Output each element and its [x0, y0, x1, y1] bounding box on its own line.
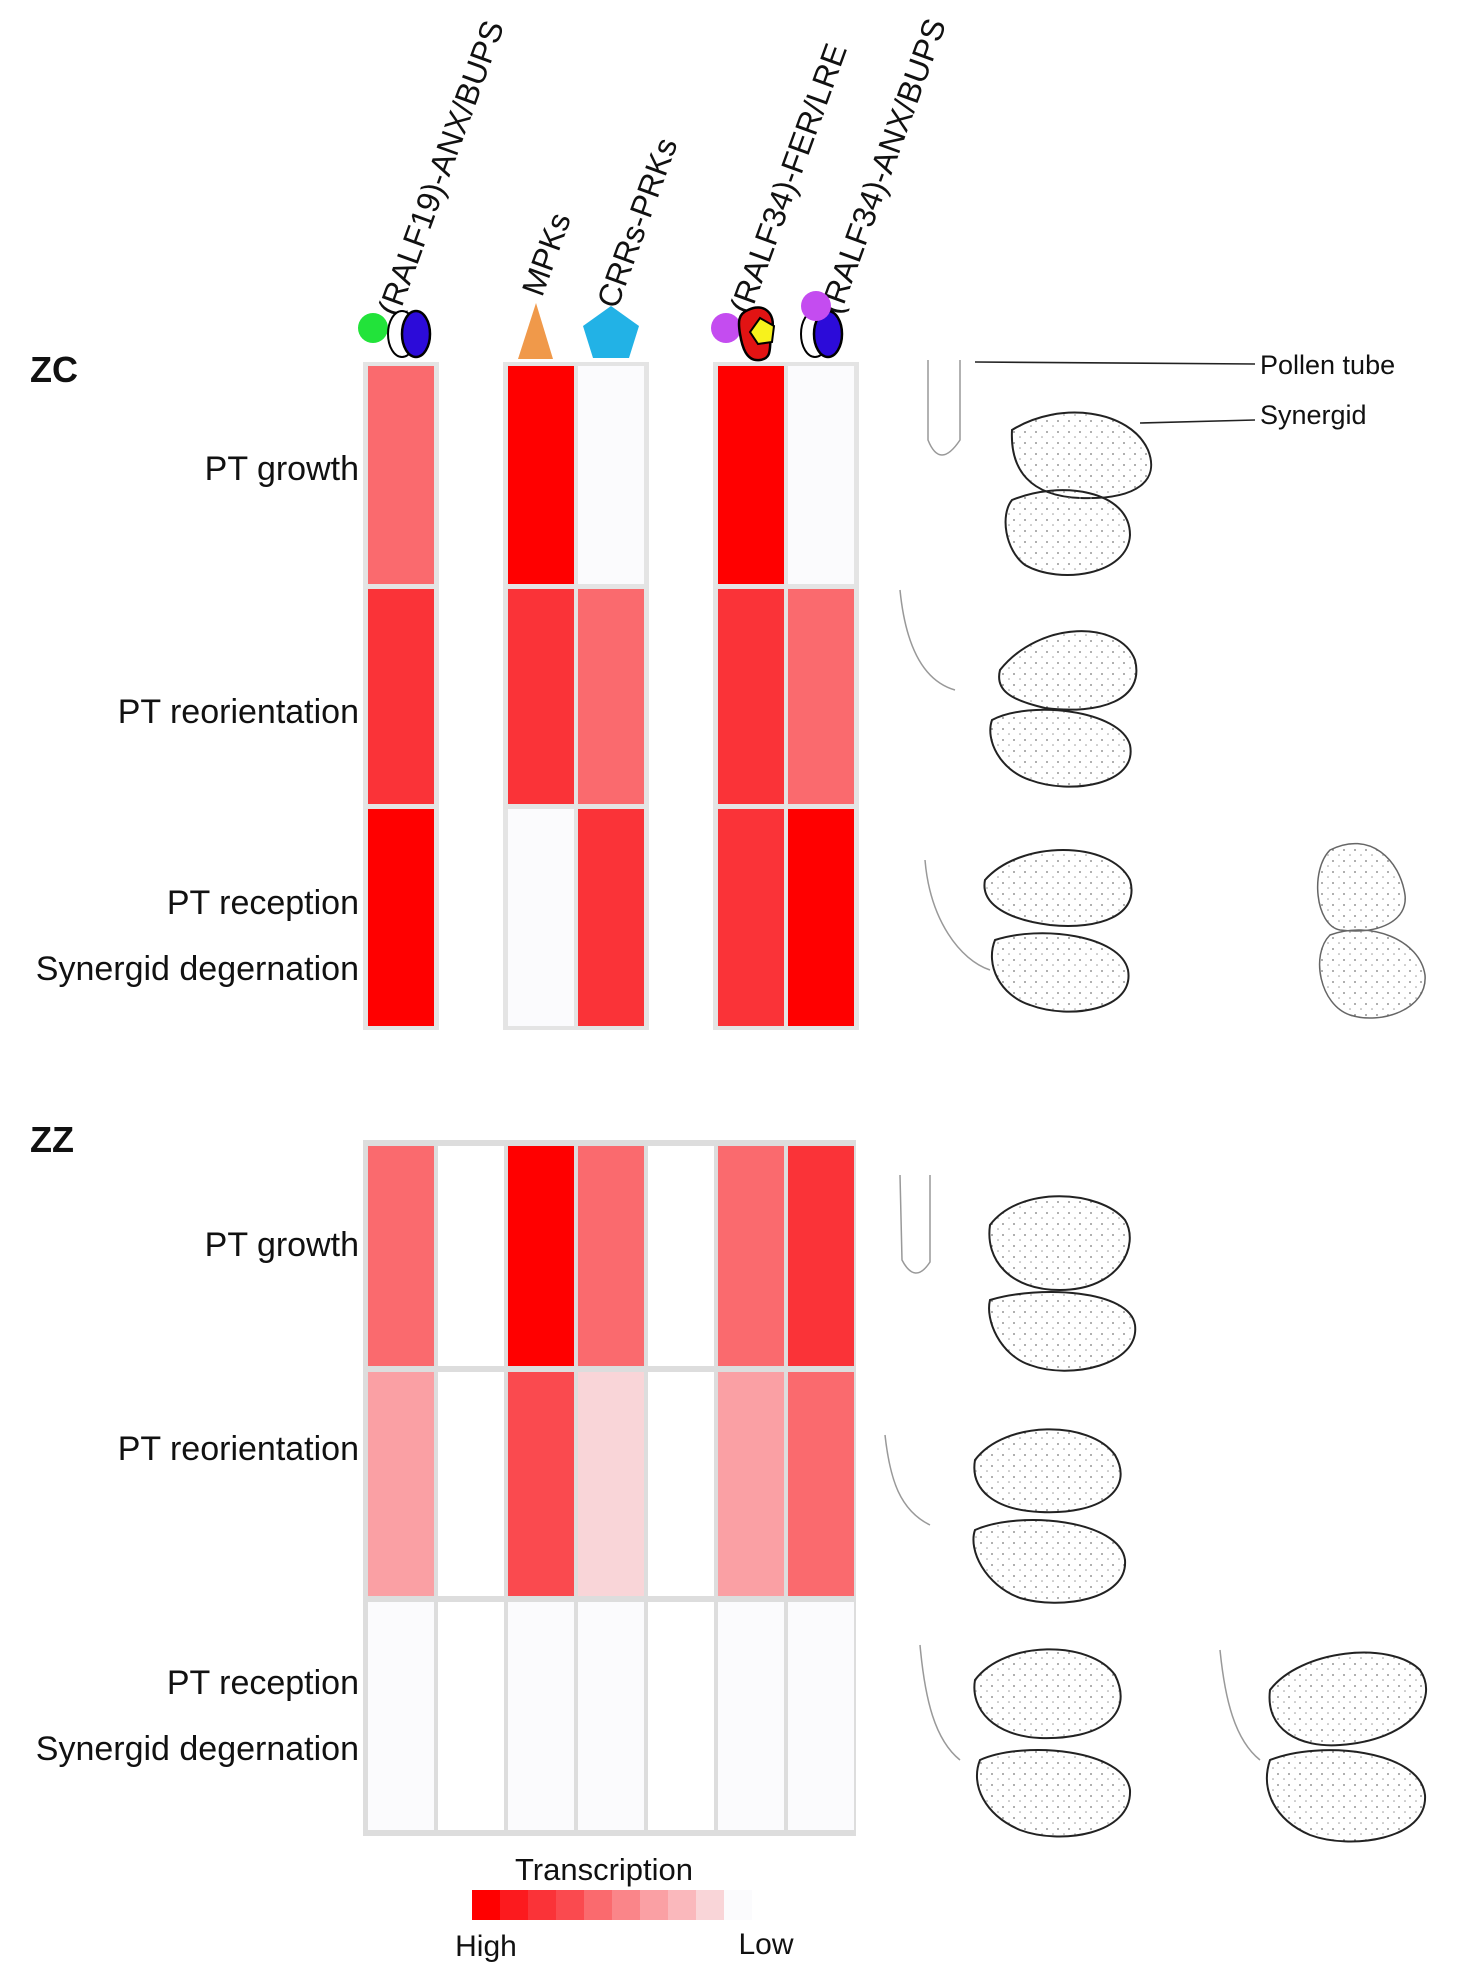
heatmap-gap-cell — [648, 1602, 714, 1830]
heatmap-cell-zz — [578, 1146, 644, 1366]
synergid-label: Synergid — [1260, 400, 1367, 430]
legend-swatch — [724, 1890, 752, 1920]
heatmap-cell-zz — [788, 1602, 854, 1830]
heatmap-cell-zz — [578, 1372, 644, 1596]
heatmap-cell-zz — [508, 1146, 574, 1366]
row-label: Synergid degernation — [36, 1730, 359, 1768]
legend-swatch — [612, 1890, 640, 1920]
heatmap-cell-zc — [578, 366, 644, 584]
column-label-mpks: MPKs — [515, 208, 578, 301]
heatmap-cell-zc — [718, 809, 784, 1026]
heatmap-gap-cell — [438, 1602, 504, 1830]
heatmap-cell-zz — [368, 1372, 434, 1596]
heatmap-cell-zz — [368, 1602, 434, 1830]
heatmap-cell-zz — [718, 1602, 784, 1830]
legend-high-label: High — [455, 1930, 517, 1963]
heatmap-zc — [363, 362, 859, 1030]
heatmap-cell-zz — [718, 1372, 784, 1596]
color-legend: Transcription High Low — [455, 1852, 794, 1963]
ralf34-anx-bups-complex-icon — [800, 291, 844, 359]
heatmap-cell-zc — [508, 809, 574, 1026]
heatmap-cell-zc — [788, 589, 854, 804]
heatmap-cell-zc — [508, 589, 574, 804]
column-headers: (RALF19)-ANX/BUPS MPKs CRRs-PRKs (RALF34… — [371, 14, 953, 321]
row-label: PT reception — [167, 1664, 359, 1702]
heatmap-cell-zc — [578, 809, 644, 1026]
legend-title: Transcription — [515, 1852, 693, 1887]
row-label: PT reorientation — [118, 693, 359, 731]
heatmap-cell-zc — [718, 589, 784, 804]
cell-illustrations — [884, 360, 1427, 1843]
legend-swatches — [472, 1890, 752, 1920]
heatmap-gap-cell — [648, 1372, 714, 1596]
pollen-tube-synergid-illustration — [899, 589, 1138, 788]
pentagon-icon — [583, 306, 639, 358]
heatmap-cell-zz — [578, 1602, 644, 1830]
legend-swatch — [696, 1890, 724, 1920]
legend-swatch — [668, 1890, 696, 1920]
legend-swatch — [640, 1890, 668, 1920]
heatmap-cell-zc — [718, 366, 784, 584]
legend-swatch — [472, 1890, 500, 1920]
heatmap-cell-zz — [508, 1602, 574, 1830]
ralf34-fer-lre-complex-icon — [711, 306, 776, 362]
row-labels: PT growth PT reorientation PT reception … — [36, 450, 359, 1768]
column-label-ralf19-anx-bups: (RALF19)-ANX/BUPS — [371, 16, 511, 321]
heatmap-cell-zz — [368, 1146, 434, 1366]
heatmap-cell-zc — [368, 366, 434, 584]
section-label-zc: ZC — [30, 349, 78, 390]
column-label-crrs-prks: CRRs-PRKs — [590, 133, 685, 312]
ralf19-anx-bups-complex-icon — [358, 309, 432, 359]
pollen-tube-pointer — [974, 361, 1256, 365]
heatmap-gap-cell — [438, 1372, 504, 1596]
heatmap-cell-zz — [718, 1146, 784, 1366]
heatmap-cell-zz — [508, 1372, 574, 1596]
pollen-tube-label: Pollen tube — [1260, 350, 1395, 380]
heatmap-zz — [363, 1140, 856, 1836]
heatmap-gap-cell — [438, 1146, 504, 1366]
heatmap-cell-zc — [578, 589, 644, 804]
pollen-tube-synergid-illustration — [919, 1644, 1427, 1843]
heatmap-cell-zc — [368, 589, 434, 804]
section-label-zz: ZZ — [30, 1119, 74, 1160]
pollen-tube-synergid-illustration — [884, 1428, 1127, 1604]
heatmap-cell-zc — [788, 809, 854, 1026]
row-label: PT reorientation — [118, 1430, 359, 1468]
heatmap-cell-zc — [788, 366, 854, 584]
legend-low-label: Low — [738, 1928, 793, 1961]
row-label: PT growth — [205, 450, 359, 488]
heatmap-cell-zc — [368, 809, 434, 1026]
legend-swatch — [556, 1890, 584, 1920]
legend-swatch — [500, 1890, 528, 1920]
heatmap-cell-zz — [788, 1146, 854, 1366]
triangle-icon — [518, 303, 553, 359]
heatmap-cell-zz — [788, 1372, 854, 1596]
heatmap-gap-cell — [648, 1146, 714, 1366]
legend-swatch — [584, 1890, 612, 1920]
row-label: PT reception — [167, 884, 359, 922]
heatmap-cell-zc — [508, 366, 574, 584]
legend-swatch — [528, 1890, 556, 1920]
pollen-tube-synergid-illustration — [899, 1174, 1137, 1372]
pollen-tube-synergid-illustration — [924, 842, 1426, 1019]
row-label: PT growth — [205, 1226, 359, 1264]
row-label: Synergid degernation — [36, 950, 359, 988]
synergid-pointer — [1139, 419, 1256, 424]
pollen-tube-synergid-illustration — [927, 360, 1153, 576]
